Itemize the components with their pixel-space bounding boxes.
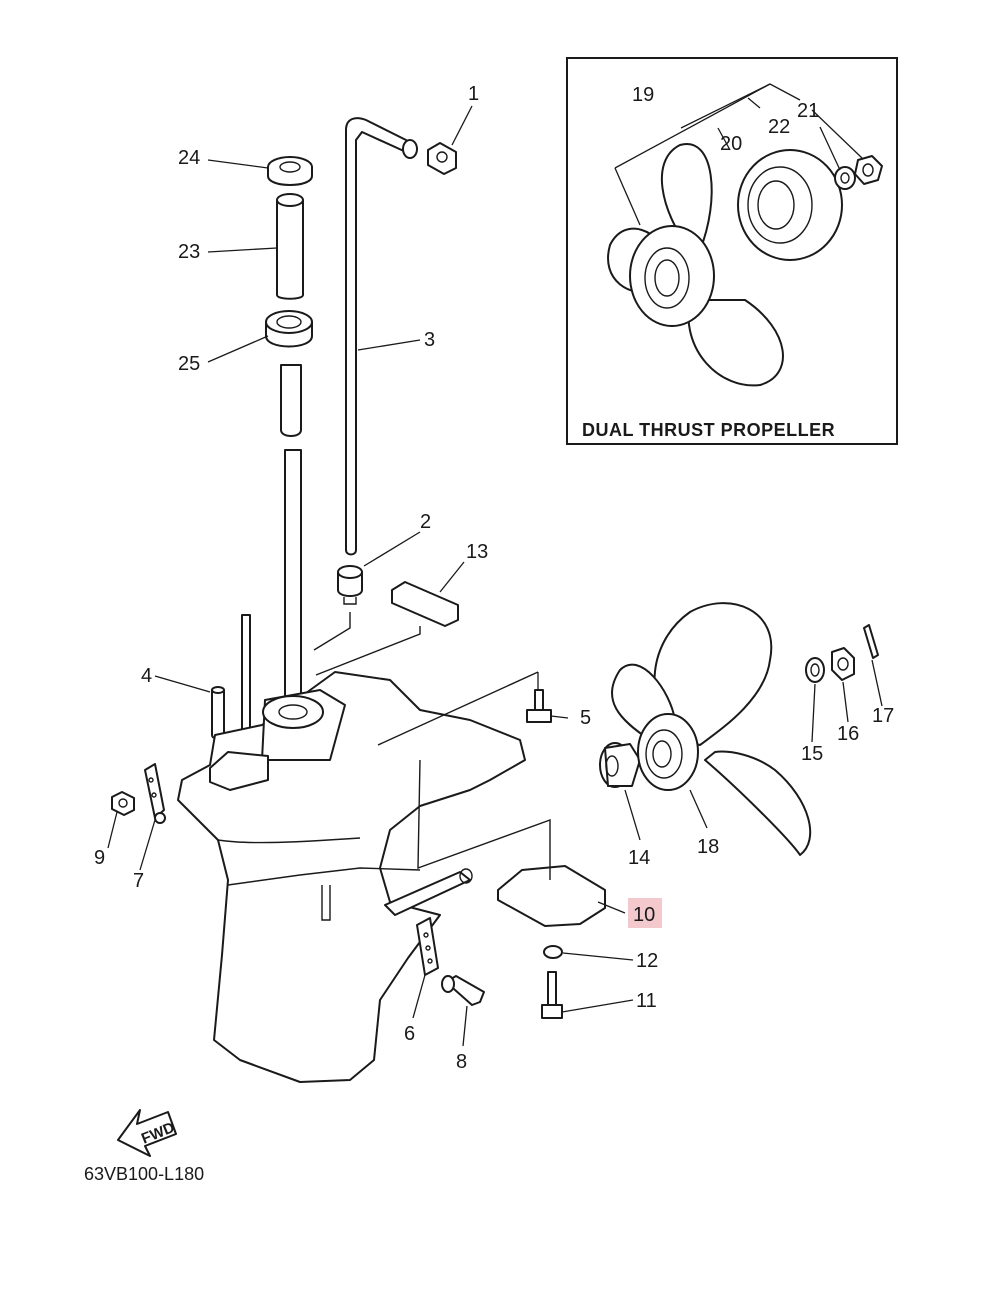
part-number-11[interactable]: 11 [636,990,657,1012]
part-number-12[interactable]: 12 [636,950,658,972]
diagram-code: 63VB100-L180 [84,1164,204,1184]
part-number-2[interactable]: 2 [420,511,431,533]
part-number-6[interactable]: 6 [404,1023,415,1045]
bushing-assembly [265,156,313,348]
inset-frame [566,57,898,445]
part-number-8[interactable]: 8 [456,1051,467,1073]
part-number-16[interactable]: 16 [837,723,859,745]
thrust-washer-14 [599,742,641,788]
washer-nut-pin [805,624,879,683]
plate-13 [391,581,459,627]
part-number-5[interactable]: 5 [580,707,591,729]
inset-leaders [614,83,863,226]
part-number-17[interactable]: 17 [872,705,894,727]
part-number-20[interactable]: 20 [720,133,742,155]
anode-6 [416,917,439,976]
fwd-arrow: FWD [117,1109,177,1157]
anode-7 [144,763,166,824]
part-number-9[interactable]: 9 [94,847,105,869]
dowel-pins [211,614,251,761]
part-number-15[interactable]: 15 [801,743,823,765]
highlight-box-10 [628,898,662,928]
lower-casing [177,671,526,1083]
part-number-10[interactable]: 10 [633,904,655,926]
part-number-23[interactable]: 23 [178,241,200,263]
part-number-14[interactable]: 14 [628,847,650,869]
bushing-2 [337,565,363,605]
inset-title: DUAL THRUST PROPELLER [582,420,835,440]
leader-lines [107,105,883,1047]
main-drawing: FWD 63VB100-L180 [84,117,879,1184]
trim-tab-10 [497,865,606,927]
part-number-18[interactable]: 18 [697,836,719,858]
part-number-1[interactable]: 1 [468,83,479,105]
part-number-19[interactable]: 19 [632,84,654,106]
part-number-25[interactable]: 25 [178,353,200,375]
part-number-22[interactable]: 22 [768,116,790,138]
inset-dual-thrust-propeller: DUAL THRUST PROPELLER [566,57,898,445]
propeller-18 [610,602,812,856]
drive-shaft [280,364,302,706]
part-number-3[interactable]: 3 [424,329,435,351]
part-number-13[interactable]: 13 [466,541,488,563]
inset-propeller-drawing [607,142,883,387]
washer-bolt [541,945,563,1019]
part-number-21[interactable]: 21 [797,100,819,122]
part-number-4[interactable]: 4 [141,665,152,687]
part-number-24[interactable]: 24 [178,147,200,169]
part-number-labels: 1 2 3 4 5 6 7 8 9 10 11 12 13 14 15 16 1… [94,83,894,1073]
nut-9 [111,791,135,816]
bolt-8 [441,975,485,1006]
shift-rod [345,117,457,556]
part-number-7[interactable]: 7 [133,870,144,892]
bolt-5 [526,689,552,723]
